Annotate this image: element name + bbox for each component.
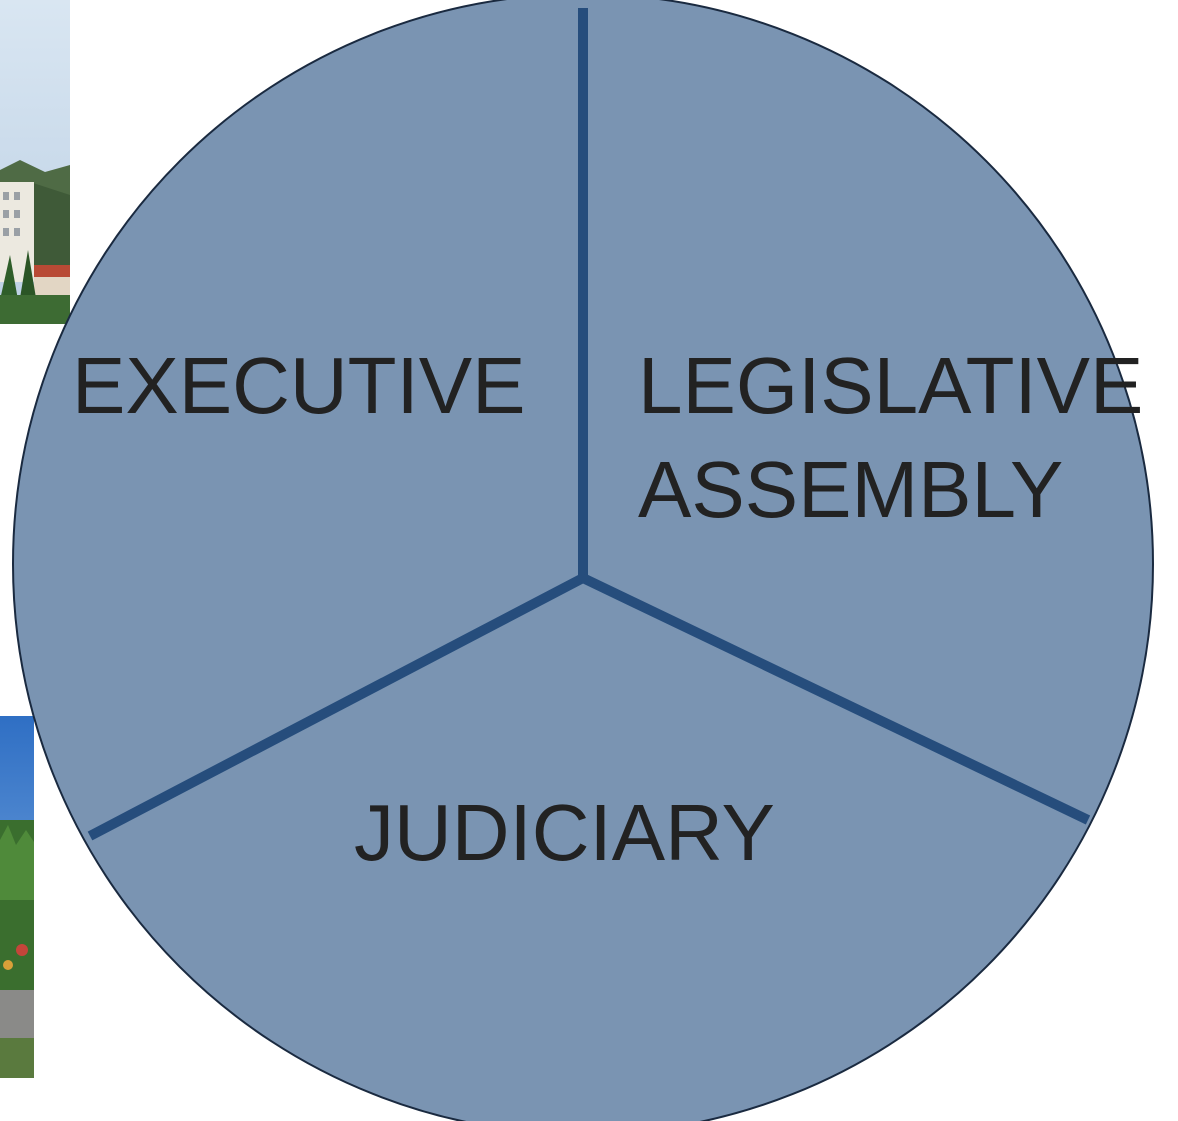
executive-label: EXECUTIVE [72, 341, 525, 430]
divider-lower-left [87, 573, 586, 841]
building-with-mountains-photo [0, 0, 70, 324]
palm-trees-street-photo [0, 716, 34, 1078]
sector-dividers [87, 8, 1091, 841]
divider-lower-right [580, 573, 1091, 825]
legislative-assembly-label-line2: ASSEMBLY [638, 445, 1063, 534]
legislative-assembly-label-line1: LEGISLATIVE [638, 341, 1143, 430]
judiciary-label: JUDICIARY [354, 788, 775, 877]
